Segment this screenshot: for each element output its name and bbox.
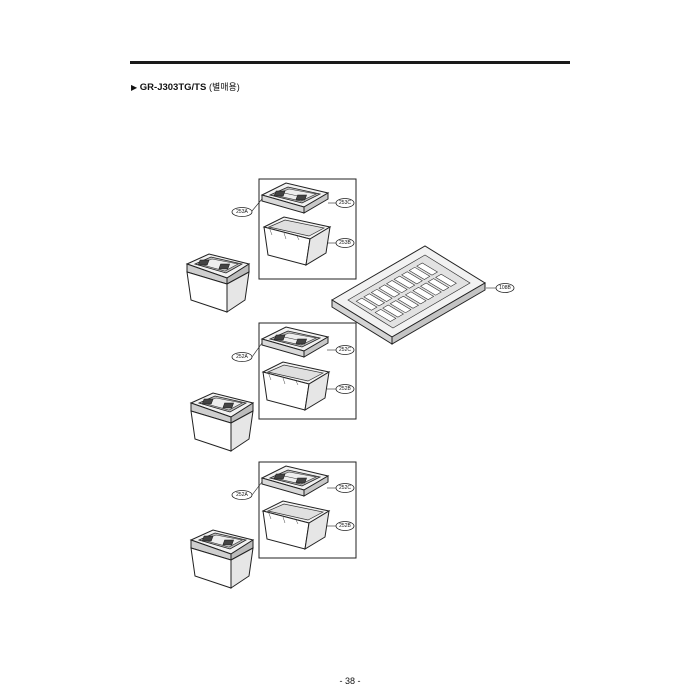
model-number: GR-J303TG/TS [139, 82, 207, 93]
model-note: (별매용) [208, 82, 240, 92]
tray-slot [363, 293, 386, 307]
tray-slot [355, 297, 378, 311]
box-252B-2-icon [262, 500, 330, 550]
header-rule [130, 61, 570, 64]
tray-grid [355, 262, 457, 322]
tray-slot [404, 291, 427, 305]
assembled-container-3-icon [190, 529, 254, 589]
callout-252B-2: 252B [335, 521, 355, 531]
callout-253C-label: 253C [339, 200, 351, 206]
arrow-icon: ▶ [131, 83, 138, 92]
callout-252B-2-label: 252B [339, 523, 351, 529]
assembled-container-1-icon [186, 253, 250, 313]
tray-slot [427, 278, 450, 292]
page-number: - 38 - [339, 676, 361, 686]
tray-slot [389, 300, 412, 314]
callout-252C-1-label: 252C [339, 347, 351, 353]
lid-252C-icon [261, 326, 329, 358]
tray-slot [382, 304, 404, 318]
callout-252C-1: 252C [335, 345, 355, 355]
part-group-3: 252A 252C 252B [190, 461, 357, 589]
callout-253B: 253B [335, 238, 355, 248]
tray-slot [435, 273, 457, 287]
callout-253A: 253A [231, 207, 253, 217]
callout-108B-label: 108B [499, 285, 511, 291]
box-253B-icon [263, 216, 331, 266]
callout-252B-1: 252B [335, 384, 355, 394]
tray-slot [393, 275, 416, 289]
part-group-1: 253A 253C 253B [186, 178, 357, 313]
group-3-frame [258, 461, 357, 559]
callout-252A-1: 252A [231, 352, 253, 362]
callout-253A-label: 253A [236, 209, 248, 215]
tray-slot [397, 295, 420, 309]
callout-253C: 253C [335, 198, 355, 208]
lid-252C-2-icon [261, 465, 329, 497]
tray-slot [401, 271, 423, 285]
box-252B-icon [262, 361, 330, 411]
tray-slot [378, 284, 401, 298]
section-header: ▶ GR-J303TG/TS (별매용) [131, 81, 240, 94]
callout-252C-2-label: 252C [339, 485, 351, 491]
callout-253B-label: 253B [339, 240, 351, 246]
tray-slot [374, 309, 397, 322]
tray-slot [412, 287, 435, 300]
callout-252A-2: 252A [231, 490, 253, 500]
tray-slot [420, 282, 442, 296]
tray-slot [416, 262, 438, 276]
tray-slot [386, 280, 408, 294]
callout-252A-2-label: 252A [236, 492, 248, 498]
group-2-frame [258, 322, 357, 420]
part-group-2: 252A 252C 252B [190, 322, 357, 452]
assembled-container-2-icon [190, 392, 254, 452]
callout-252A-1-label: 252A [236, 354, 248, 360]
tray-slot [408, 266, 431, 280]
callout-252C-2: 252C [335, 483, 355, 493]
tray-assembly: 108B [331, 245, 515, 345]
callout-252B-1-label: 252B [339, 386, 351, 392]
lid-253C-icon [261, 182, 329, 214]
group-1-frame [258, 178, 357, 280]
callout-108B: 108B [495, 283, 515, 293]
tray-slot [370, 288, 393, 302]
